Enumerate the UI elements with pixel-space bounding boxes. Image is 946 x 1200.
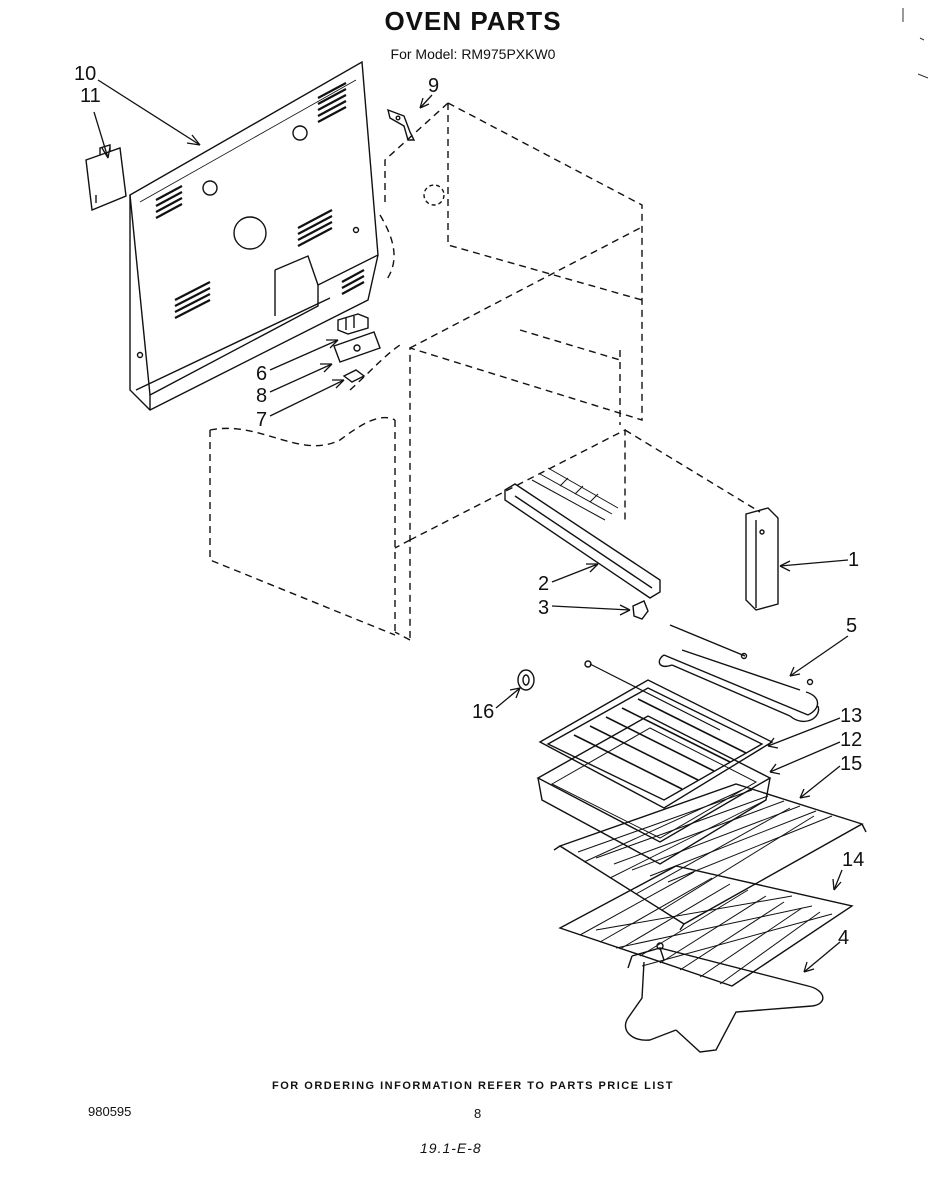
clip-part-3 (632, 600, 649, 620)
callout-labels: 10 11 9 6 8 7 1 2 3 5 16 13 12 15 14 4 (74, 63, 864, 949)
oven-cavity-frame (209, 102, 761, 641)
callout-1: 1 (848, 549, 859, 571)
callout-14: 14 (842, 849, 864, 871)
page-number: 8 (474, 1106, 482, 1121)
callout-11: 11 (80, 85, 101, 107)
oven-rack-part-14 (558, 865, 854, 987)
bake-element-part-4 (624, 942, 824, 1053)
broiler-pan-part-12 (536, 715, 772, 865)
clip-part-9 (386, 108, 416, 141)
page-title: OVEN PARTS (384, 6, 562, 36)
scan-marks (902, 8, 929, 79)
callout-5: 5 (846, 615, 857, 637)
document-number: 980595 (88, 1104, 132, 1119)
rear-panel-part-10 (129, 60, 379, 411)
callout-12: 12 (840, 729, 862, 751)
callout-3: 3 (538, 597, 549, 619)
broiler-grid-part-13 (538, 660, 774, 809)
terminal-cover-part-8 (333, 331, 381, 363)
callout-7: 7 (256, 409, 267, 431)
callout-6: 6 (256, 363, 267, 385)
callout-9: 9 (428, 75, 439, 97)
bake-element-grid-in-frame (531, 467, 619, 521)
callout-10: 10 (74, 63, 96, 85)
grommet-part-16 (517, 669, 535, 691)
side-bracket-part-1 (745, 507, 779, 611)
callout-4: 4 (838, 927, 849, 949)
callout-13: 13 (840, 705, 862, 727)
rail-part-2 (504, 483, 661, 599)
handwritten-reference: 19.1-E-8 (420, 1140, 482, 1156)
callout-2: 2 (538, 573, 549, 595)
screw-part-7 (342, 369, 366, 383)
terminal-block-part-6 (337, 313, 369, 335)
callout-15: 15 (840, 753, 862, 775)
model-line: For Model: RM975PXKW0 (390, 46, 556, 62)
ordering-note: FOR ORDERING INFORMATION REFER TO PARTS … (272, 1080, 674, 1092)
broil-element-part-5 (658, 624, 820, 722)
callout-16: 16 (472, 701, 494, 723)
frame-knockout-hole (423, 184, 445, 206)
leader-lines (93, 79, 849, 973)
panel-vent-slots (155, 82, 365, 319)
oven-rack-part-15 (553, 783, 867, 931)
callout-8: 8 (256, 385, 267, 407)
